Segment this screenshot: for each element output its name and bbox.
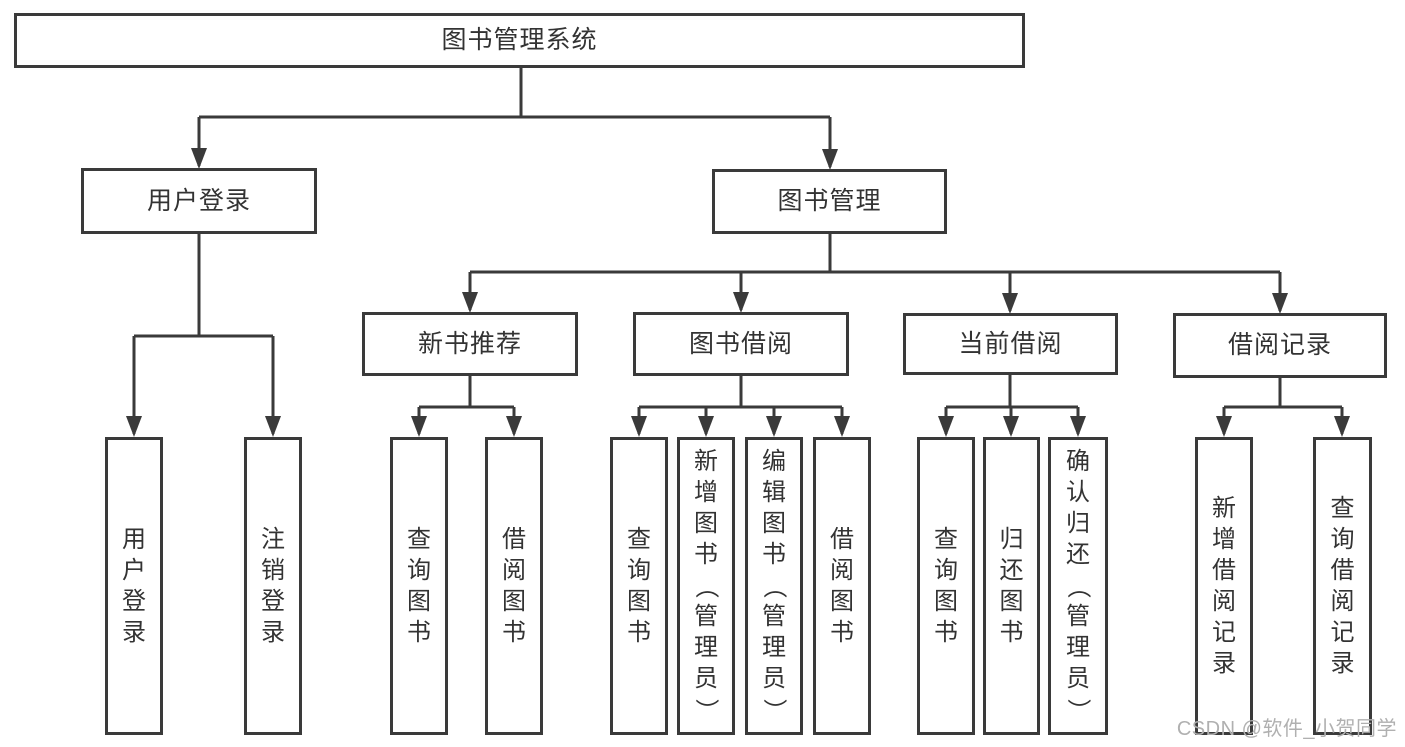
node-leaf-logout: 注销登录 <box>244 437 302 735</box>
node-label: 用户登录 <box>146 186 251 215</box>
node-leaf-return-books: 归还图书 <box>983 437 1040 735</box>
node-label: 当前借阅 <box>958 329 1063 358</box>
node-label: 借阅记录 <box>1227 331 1332 359</box>
node-label: 新书推荐 <box>417 329 522 358</box>
node-user-login: 用户登录 <box>81 168 317 234</box>
node-leaf-user-login: 用户登录 <box>105 437 163 735</box>
node-label: 查询图书 <box>627 525 651 646</box>
node-leaf-edit-books: 编辑图书（管理员） <box>745 437 803 735</box>
node-book-management: 图书管理 <box>712 169 947 234</box>
node-label: 编辑图书（管理员） <box>761 448 788 723</box>
node-leaf-query-books-1: 查询图书 <box>390 437 448 735</box>
node-leaf-confirm-return: 确认归还（管理员） <box>1048 437 1108 735</box>
node-leaf-query-books-2: 查询图书 <box>610 437 668 735</box>
node-leaf-query-books-3: 查询图书 <box>917 437 975 735</box>
node-label: 确认归还（管理员） <box>1065 448 1092 723</box>
node-book-borrowing: 图书借阅 <box>633 312 849 376</box>
node-label: 新增借阅记录 <box>1212 494 1236 677</box>
node-label: 归还图书 <box>999 525 1024 646</box>
watermark: CSDN @软件_小贺同学 <box>1176 718 1397 740</box>
node-borrowing-records: 借阅记录 <box>1173 313 1387 378</box>
node-label: 新增图书（管理员） <box>693 448 720 723</box>
arrowheads <box>126 148 1350 437</box>
node-label: 图书管理系统 <box>441 26 598 54</box>
node-label: 用户登录 <box>122 525 146 646</box>
node-leaf-borrow-books-2: 借阅图书 <box>813 437 871 735</box>
node-leaf-add-books: 新增图书（管理员） <box>677 437 735 735</box>
node-label: 查询图书 <box>407 525 431 646</box>
node-label: 图书管理 <box>777 187 882 215</box>
node-label: 借阅图书 <box>502 525 526 646</box>
node-leaf-borrow-books-1: 借阅图书 <box>485 437 543 735</box>
node-current-borrowing: 当前借阅 <box>903 313 1118 375</box>
node-new-book-recommend: 新书推荐 <box>362 312 578 376</box>
node-label: 查询图书 <box>934 525 958 646</box>
node-label: 图书借阅 <box>688 329 793 358</box>
node-label: 查询借阅记录 <box>1330 494 1355 677</box>
node-root: 图书管理系统 <box>14 13 1025 68</box>
node-label: 注销登录 <box>261 525 285 646</box>
node-label: 借阅图书 <box>830 525 854 646</box>
node-leaf-add-borrow-record: 新增借阅记录 <box>1195 437 1253 735</box>
node-leaf-query-borrow-record: 查询借阅记录 <box>1313 437 1372 735</box>
